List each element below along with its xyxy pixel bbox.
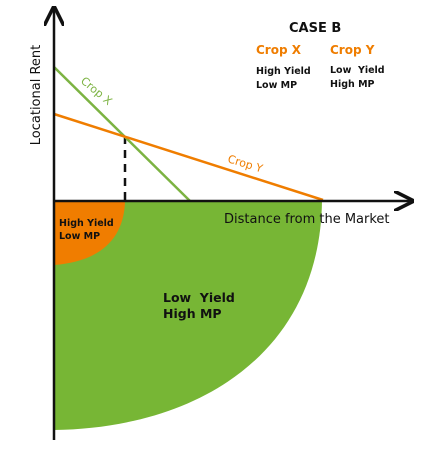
legend-crop-x-name: Crop X	[256, 43, 302, 57]
outer-zone-label-yield: Low Yield	[163, 290, 235, 305]
case-title: CASE B	[289, 21, 341, 36]
y-axis-label: Locational Rent	[29, 45, 44, 145]
legend-crop-y-yield: Low Yield	[330, 65, 385, 76]
legend-crop-x-yield: High Yield	[256, 66, 311, 77]
outer-zone-area	[54, 201, 322, 430]
crop-x-line-label: Crop X	[78, 74, 115, 108]
inner-zone-area	[54, 201, 125, 265]
crop-x-rent-line	[53, 66, 191, 202]
outer-zone-label-mp: High MP	[163, 306, 222, 321]
x-axis-label: Distance from the Market	[224, 212, 390, 227]
legend-crop-y-mp: High MP	[330, 79, 375, 90]
legend-crop-y-name: Crop Y	[330, 43, 375, 57]
inner-zone-label-yield: High Yield	[59, 218, 114, 229]
legend-crop-x-mp: Low MP	[256, 80, 297, 91]
crop-y-rent-line	[53, 112, 324, 202]
inner-zone-label-mp: Low MP	[59, 231, 100, 242]
